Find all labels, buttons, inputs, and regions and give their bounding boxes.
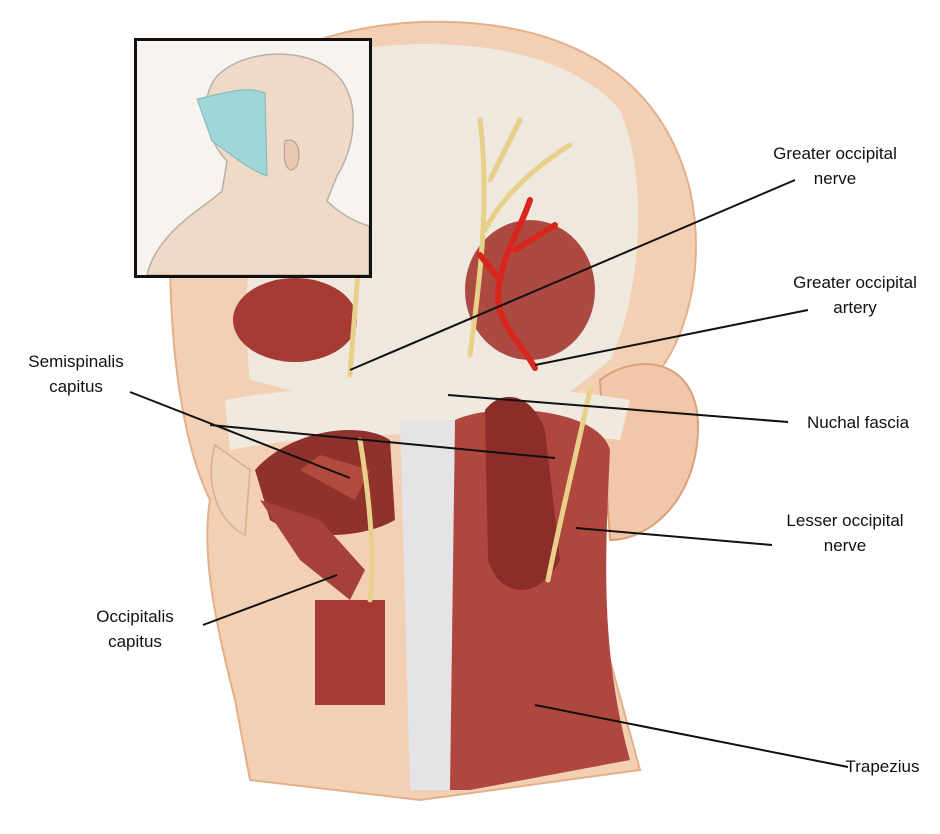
label-semispinalis-capitus: Semispinalis capitus	[6, 349, 146, 399]
label-line: nerve	[823, 536, 867, 555]
nuchal-ligament	[400, 420, 455, 790]
leader-lines	[129, 179, 849, 768]
label-trapezius: Trapezius	[830, 754, 935, 779]
label-line: nerve	[813, 169, 857, 188]
inset-drawing	[146, 53, 369, 275]
label-lesser-occipital-nerve: Lesser occipital nerve	[765, 508, 925, 558]
occipital-muscle-left	[233, 278, 357, 362]
occipital-muscle-right	[465, 220, 595, 360]
label-line: capitus	[108, 632, 162, 651]
label-line: Greater occipital	[773, 144, 897, 163]
inset-head-illustration	[134, 38, 372, 278]
label-nuchal-fascia: Nuchal fascia	[788, 410, 928, 435]
label-line: Greater occipital	[793, 273, 917, 292]
label-line: Lesser occipital	[786, 511, 904, 530]
label-line: Nuchal fascia	[806, 413, 910, 432]
label-line: Occipitalis	[96, 607, 174, 626]
ear	[598, 363, 700, 542]
greater-occipital-artery	[477, 197, 558, 371]
label-greater-occipital-nerve: Greater occipital nerve	[755, 141, 915, 191]
label-line: capitus	[49, 377, 103, 396]
inset-ear	[283, 139, 300, 171]
label-line: Trapezius	[845, 757, 920, 776]
label-line: artery	[833, 298, 877, 317]
label-greater-occipital-artery: Greater occipital artery	[770, 270, 940, 320]
semispinalis-right	[485, 396, 560, 590]
label-occipitalis-capitus: Occipitalis capitus	[70, 604, 200, 654]
label-line: Semispinalis	[28, 352, 124, 371]
highlighted-region	[196, 89, 268, 177]
